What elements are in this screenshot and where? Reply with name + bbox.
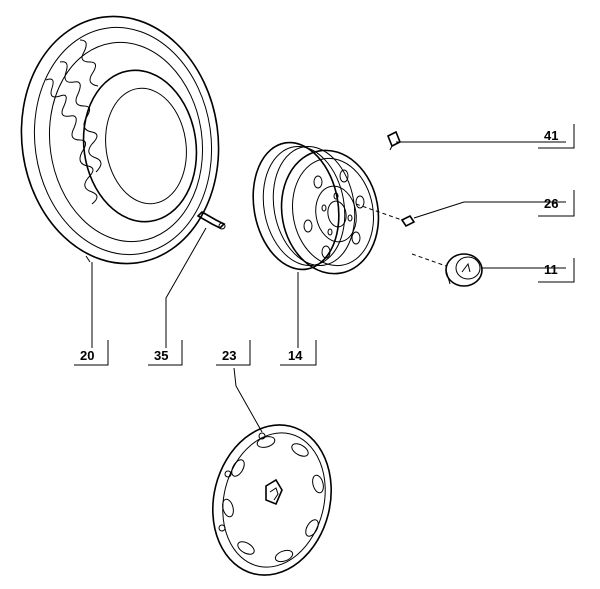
label-valve: 35 <box>154 348 168 363</box>
label-wheel-bolt: 26 <box>544 196 558 211</box>
label-hubcap: 23 <box>222 348 236 363</box>
center-cap-drawing <box>411 253 483 287</box>
plug-drawing <box>386 130 402 151</box>
label-wheel-rim: 14 <box>288 348 303 363</box>
part-labels: 20 35 23 14 41 26 11 <box>80 128 558 363</box>
leader-lines <box>91 141 566 433</box>
valve-drawing <box>196 211 226 230</box>
hubcap-drawing <box>211 424 333 576</box>
label-plug: 41 <box>544 128 558 143</box>
label-center-cap: 11 <box>544 262 558 277</box>
wheel-rim-drawing <box>252 141 380 275</box>
label-tire: 20 <box>80 348 94 363</box>
tire-drawing <box>20 15 220 265</box>
label-frames <box>74 124 575 366</box>
wheel-bolt-drawing <box>355 203 416 228</box>
